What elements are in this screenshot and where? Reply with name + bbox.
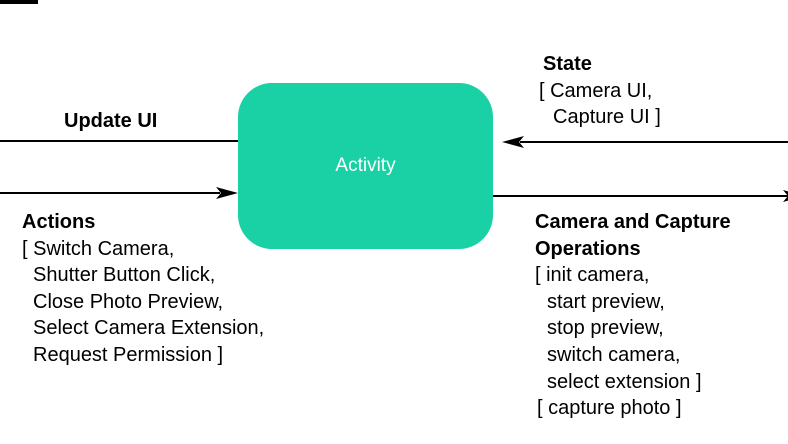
camera-ops-list-line: [ init camera, <box>535 264 650 287</box>
camera-ops-label-line: Operations <box>535 237 641 260</box>
activity-node: Activity <box>238 83 493 249</box>
state-arrowhead-left-icon <box>502 135 524 149</box>
clipped-edge-fragment <box>0 0 38 4</box>
state-block: State [ Camera UI, Capture UI ] <box>539 51 661 131</box>
camera-ops-list-line: stop preview, <box>547 317 664 340</box>
camera-ops-list-line: select extension ] <box>547 370 702 393</box>
camera-ops-arrow-line <box>493 195 788 197</box>
state-arrow-line <box>520 141 788 143</box>
camera-ops-label-line: Camera and Capture <box>535 211 731 233</box>
camera-ops-list-line: start preview, <box>547 290 665 313</box>
actions-arrowhead-right-icon <box>216 186 238 200</box>
actions-list-line: Select Camera Extension, <box>33 317 265 340</box>
update-ui-label: Update UI <box>64 110 158 132</box>
actions-list-line: Close Photo Preview, <box>33 290 224 313</box>
state-label: State <box>543 53 592 75</box>
camera-ops-list-line: switch camera, <box>547 343 681 366</box>
camera-ops-block: Camera and Capture Operations [ init cam… <box>535 209 731 422</box>
activity-node-label: Activity <box>335 155 396 176</box>
actions-block: Actions [ Switch Camera, Shutter Button … <box>22 209 264 369</box>
actions-list-line: Shutter Button Click, <box>33 264 216 287</box>
camera-ops-arrowhead-right-icon <box>783 189 788 203</box>
actions-label: Actions <box>22 211 96 233</box>
actions-list-line: Request Permission ] <box>33 343 224 366</box>
camera-ops-list-line: [ capture photo ] <box>537 397 682 420</box>
actions-arrow-line <box>0 192 220 194</box>
update-ui-arrow-line <box>0 140 238 142</box>
state-list-line: Capture UI ] <box>553 106 661 129</box>
state-list-line: [ Camera UI, <box>539 79 653 102</box>
actions-list-line: [ Switch Camera, <box>22 237 175 260</box>
